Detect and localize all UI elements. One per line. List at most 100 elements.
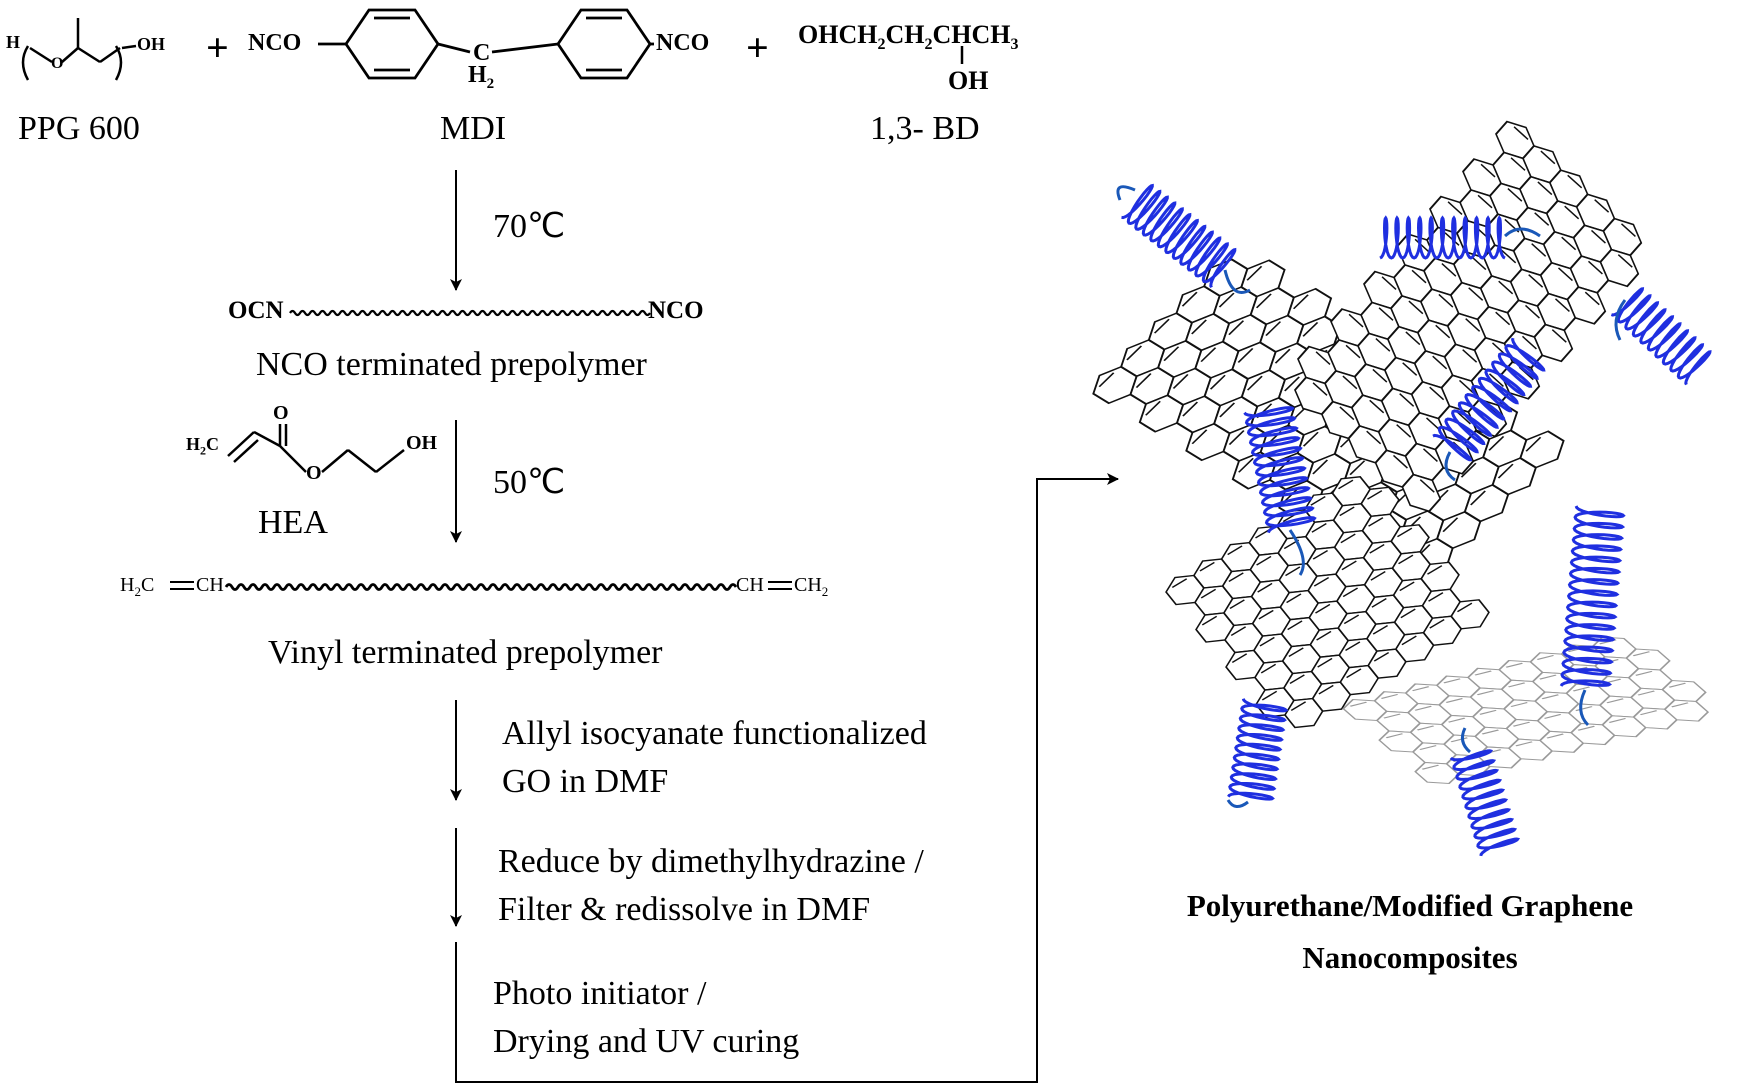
vinyl-prepolymer-chain	[224, 583, 738, 591]
coil-tail	[1579, 689, 1590, 727]
double-bond	[1201, 615, 1218, 626]
double-bond	[1199, 561, 1215, 572]
ppg-oh: OH	[137, 34, 166, 54]
hea-label: HEA	[258, 504, 328, 541]
double-bond	[1476, 690, 1495, 696]
double-bond	[1498, 280, 1514, 295]
double-bond	[1459, 379, 1474, 394]
double-bond	[1432, 355, 1448, 370]
hea-o-top: O	[273, 402, 289, 424]
hexagon-ring	[1401, 473, 1442, 513]
step5-text: Photo initiator / Drying and UV curing	[493, 970, 799, 1066]
double-bond	[1257, 582, 1273, 593]
step3-line1: Allyl isocyanate functionalized	[502, 715, 927, 752]
double-bond	[1488, 435, 1505, 451]
double-bond	[1495, 311, 1511, 326]
double-bond	[1228, 430, 1245, 445]
double-bond	[1285, 566, 1301, 577]
double-bond	[1369, 544, 1385, 554]
double-bond	[1429, 619, 1445, 629]
double-bond	[1507, 682, 1526, 688]
hea-structure	[227, 424, 405, 473]
double-bond	[1135, 373, 1152, 388]
double-bond	[1372, 624, 1389, 635]
double-bond	[1402, 362, 1418, 376]
double-bond	[1397, 527, 1413, 538]
polymer-coil	[1449, 749, 1521, 857]
double-bond	[1448, 717, 1466, 723]
hea-o-ester: O	[306, 462, 322, 484]
double-bond	[1338, 479, 1354, 490]
double-bond	[1318, 684, 1334, 695]
double-bond	[1457, 602, 1473, 613]
step5-line1: Photo initiator /	[493, 975, 707, 1012]
double-bond	[1510, 702, 1528, 708]
double-bond	[1480, 163, 1496, 178]
double-bond	[1311, 523, 1327, 533]
hea-h2c: H2C	[186, 434, 220, 458]
double-bond	[1521, 335, 1537, 350]
double-bond	[1366, 430, 1382, 445]
double-bond	[1393, 454, 1408, 469]
double-bond	[1584, 291, 1600, 306]
double-bond	[1191, 319, 1207, 335]
double-bond	[1261, 690, 1278, 701]
product-title-line2: Nanocomposites	[1302, 940, 1518, 975]
double-bond	[1412, 686, 1430, 692]
double-bond	[1513, 126, 1529, 140]
double-bond	[1342, 587, 1359, 598]
temp-step2: 50℃	[493, 464, 566, 501]
double-bond	[1546, 733, 1564, 739]
double-bond	[1209, 374, 1226, 390]
double-bond	[1450, 737, 1468, 743]
double-bond	[1541, 694, 1559, 700]
double-bond	[1191, 429, 1208, 445]
double-bond	[1510, 157, 1526, 171]
double-bond	[1405, 331, 1421, 346]
double-bond	[1284, 376, 1300, 392]
double-bond	[1339, 406, 1355, 421]
double-bond	[1411, 269, 1427, 284]
double-bond	[1567, 174, 1583, 189]
graphene-sheets	[1092, 120, 1710, 785]
double-bond	[1367, 490, 1383, 500]
double-bond	[1265, 321, 1282, 336]
double-bond	[1380, 693, 1399, 699]
double-bond	[1171, 578, 1188, 588]
double-bond	[1172, 374, 1189, 389]
double-bond	[1369, 399, 1385, 414]
double-bond	[1637, 690, 1655, 696]
double-bond	[1255, 293, 1272, 309]
double-bond	[1238, 457, 1254, 473]
ppg-label: PPG 600	[18, 110, 140, 147]
polymer-coil	[1432, 337, 1546, 462]
double-bond	[1370, 571, 1386, 581]
double-bond	[1182, 401, 1199, 417]
double-bond	[1507, 187, 1523, 202]
step4-line2: Filter & redissolve in DMF	[498, 891, 871, 928]
double-bond	[1399, 393, 1415, 407]
double-bond	[1401, 635, 1417, 646]
double-bond	[1246, 265, 1263, 281]
double-bond	[1312, 382, 1328, 396]
double-bond	[1591, 229, 1606, 244]
bd-formula: OHCH2CH2CHCH3	[798, 20, 1019, 54]
double-bond	[1228, 320, 1245, 336]
double-bond	[1421, 764, 1440, 770]
double-bond	[1341, 560, 1357, 571]
double-bond	[1632, 651, 1650, 657]
double-bond	[1416, 725, 1435, 731]
polymer-coil	[1559, 505, 1626, 687]
double-bond	[1368, 517, 1384, 527]
double-bond	[1587, 260, 1603, 275]
double-bond	[1572, 686, 1591, 692]
double-bond	[1316, 630, 1332, 641]
double-bond	[1639, 710, 1658, 716]
double-bond	[1465, 318, 1481, 332]
double-bond	[1227, 545, 1243, 556]
mdi-nco-right: NCO	[656, 30, 710, 56]
double-bond	[1345, 641, 1361, 652]
double-bond	[1378, 307, 1394, 321]
double-bond	[1543, 713, 1562, 719]
double-bond	[1577, 725, 1595, 731]
